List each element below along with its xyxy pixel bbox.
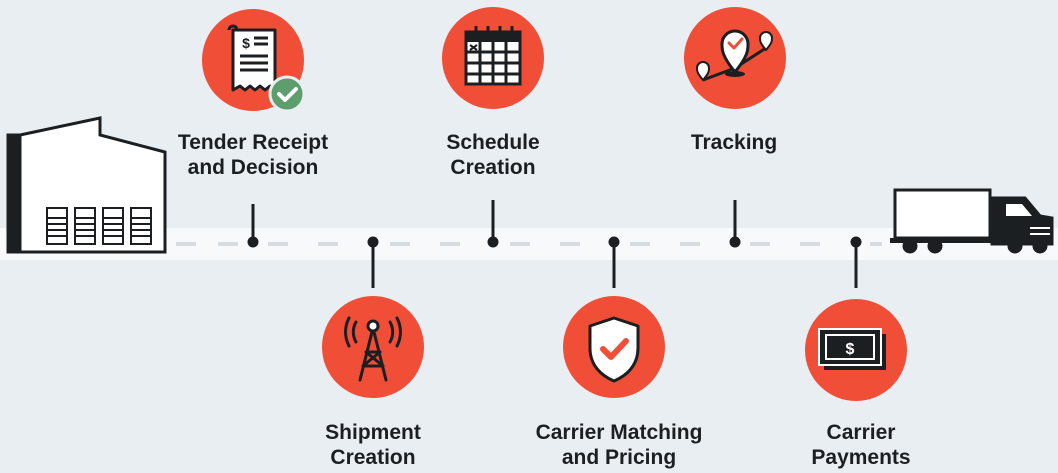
- label-line-1: Carrier: [826, 421, 896, 444]
- dollar-bill-icon: $: [805, 299, 907, 401]
- step-label-carrier-payments: Carrier Payments: [751, 420, 971, 470]
- label-line-1: Tender Receipt: [177, 131, 329, 154]
- label-line-1: Schedule: [446, 131, 540, 154]
- label-line-1: Carrier Matching: [535, 421, 703, 444]
- warehouse-icon: [6, 116, 167, 254]
- step-label-tracking: Tracking: [624, 130, 844, 155]
- truck-icon: [890, 188, 1054, 254]
- step-label-shipment-creation: Shipment Creation: [263, 420, 483, 470]
- shield-check-icon: [563, 296, 665, 398]
- label-line-2: Creation: [330, 446, 416, 469]
- label-line-2: and Decision: [187, 156, 319, 179]
- label-line-2: Creation: [450, 156, 536, 179]
- step-label-schedule-creation: Schedule Creation: [383, 130, 603, 180]
- radio-tower-icon: [322, 296, 424, 398]
- label-line-1: Tracking: [690, 131, 778, 154]
- calendar-icon: [442, 7, 544, 109]
- receipt-check-icon: $: [202, 9, 306, 113]
- road: [0, 228, 1058, 260]
- label-line-1: Shipment: [325, 421, 421, 444]
- label-line-2: and Pricing: [561, 446, 677, 469]
- step-label-carrier-matching: Carrier Matching and Pricing: [509, 420, 729, 470]
- svg-text:$: $: [242, 35, 250, 51]
- connectors: [247, 200, 862, 288]
- map-route-pin-icon: [684, 7, 786, 109]
- step-label-tender-receipt: Tender Receipt and Decision: [143, 130, 363, 180]
- label-line-2: Payments: [811, 446, 911, 469]
- svg-text:$: $: [846, 341, 855, 358]
